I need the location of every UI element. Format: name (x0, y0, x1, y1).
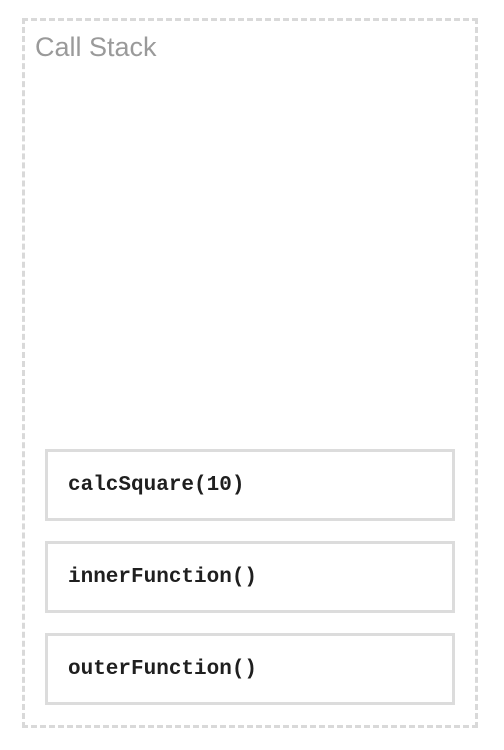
stack-frames: calcSquare(10) innerFunction() outerFunc… (45, 449, 455, 705)
stack-frame: innerFunction() (45, 541, 455, 613)
call-stack-panel: Call Stack calcSquare(10) innerFunction(… (22, 18, 478, 728)
stack-frame-label: innerFunction() (68, 565, 258, 589)
stack-frame: outerFunction() (45, 633, 455, 705)
stack-frame-label: outerFunction() (68, 657, 258, 681)
stack-frame-label: calcSquare(10) (68, 473, 245, 497)
call-stack-title: Call Stack (35, 32, 157, 62)
stack-frame: calcSquare(10) (45, 449, 455, 521)
